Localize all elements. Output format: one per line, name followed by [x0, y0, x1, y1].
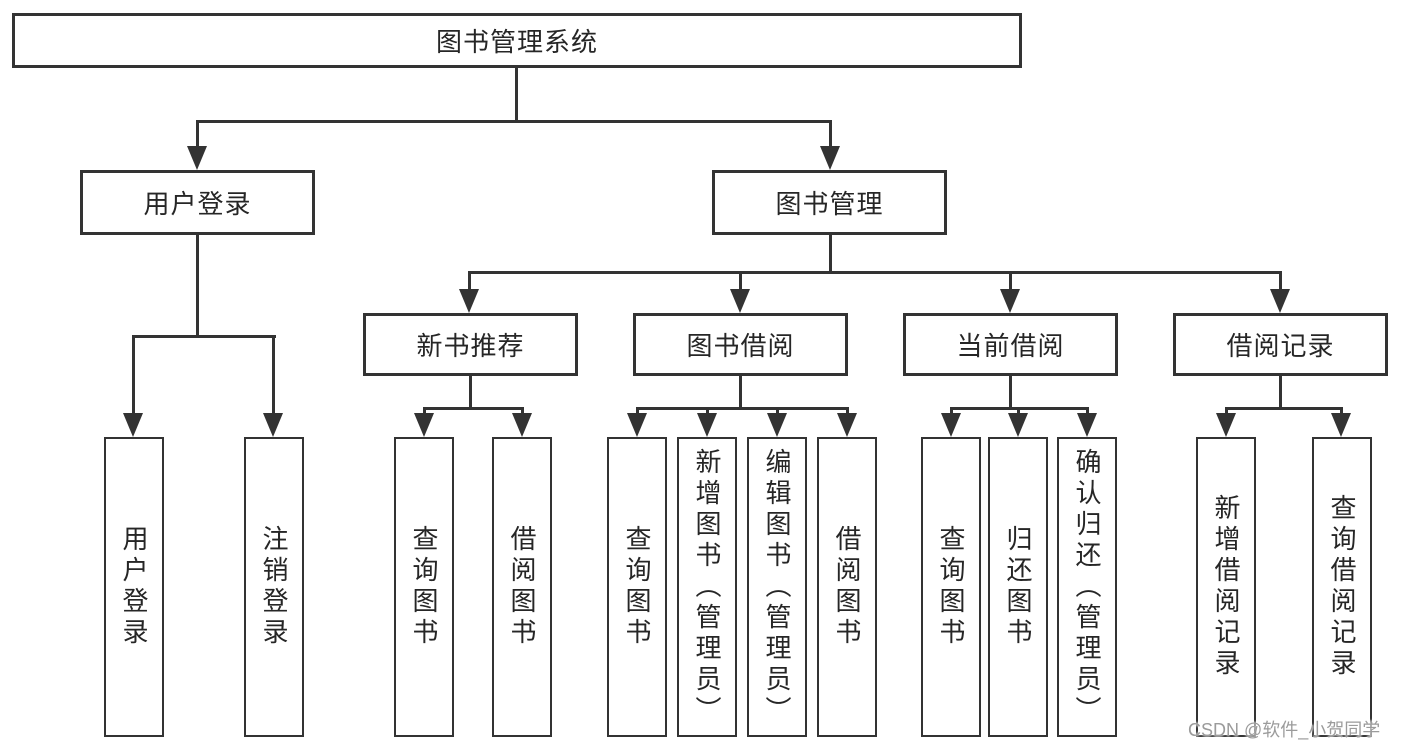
arrowhead-icon [459, 289, 479, 313]
arrowhead-icon [1270, 289, 1290, 313]
node-current-borrowing: 当前借阅 [903, 313, 1118, 376]
leaf-label: 借阅图书 [507, 525, 537, 649]
node-book-borrowing: 图书借阅 [633, 313, 848, 376]
connector-line [829, 120, 832, 150]
connector-line [515, 68, 518, 123]
node-label: 用户登录 [143, 189, 252, 219]
node-label: 新书推荐 [416, 331, 525, 361]
leaf-label: 用户登录 [119, 525, 149, 649]
connector-line [739, 271, 742, 293]
arrowhead-icon [1008, 413, 1028, 437]
arrowhead-icon [730, 289, 750, 313]
node-label: 当前借阅 [956, 331, 1065, 361]
connector-line [468, 271, 1282, 274]
arrowhead-icon [187, 146, 207, 170]
connector-line [272, 335, 275, 417]
arrowhead-icon [414, 413, 434, 437]
leaf-borrow-books-recommend: 借阅图书 [492, 437, 552, 737]
connector-line [196, 235, 199, 337]
leaf-label: 新增图书（管理员） [692, 447, 722, 727]
arrowhead-icon [512, 413, 532, 437]
connector-line [423, 407, 426, 417]
leaf-user-login: 用户登录 [104, 437, 164, 737]
leaf-label: 注销登录 [259, 525, 289, 649]
csdn-watermark: CSDN @软件_小贺同学 [1188, 720, 1381, 740]
leaf-label: 确认归还（管理员） [1072, 447, 1102, 727]
node-label: 图书管理 [775, 189, 884, 219]
leaf-confirm-return-admin: 确认归还（管理员） [1057, 437, 1117, 737]
connector-line [1279, 376, 1282, 410]
connector-line [468, 271, 471, 293]
arrowhead-icon [837, 413, 857, 437]
leaf-label: 编辑图书（管理员） [762, 447, 792, 727]
connector-line [423, 407, 524, 410]
leaf-logout: 注销登录 [244, 437, 304, 737]
leaf-borrow-books: 借阅图书 [817, 437, 877, 737]
connector-line [132, 335, 135, 417]
connector-line [829, 235, 832, 274]
connector-line [196, 120, 199, 150]
connector-line [636, 407, 639, 417]
connector-line [1009, 271, 1012, 293]
arrowhead-icon [1077, 413, 1097, 437]
connector-line [132, 335, 276, 338]
node-new-book-recommend: 新书推荐 [363, 313, 578, 376]
leaf-query-books-current: 查询图书 [921, 437, 981, 737]
arrowhead-icon [941, 413, 961, 437]
leaf-label: 归还图书 [1003, 525, 1033, 649]
arrowhead-icon [1216, 413, 1236, 437]
connector-line [950, 407, 953, 417]
node-library-management-system: 图书管理系统 [12, 13, 1022, 68]
node-user-login: 用户登录 [80, 170, 315, 235]
node-borrowing-records: 借阅记录 [1173, 313, 1388, 376]
arrowhead-icon [263, 413, 283, 437]
connector-line [776, 407, 779, 417]
connector-line [1340, 407, 1343, 417]
connector-line [1225, 407, 1343, 410]
connector-line [636, 407, 848, 410]
arrowhead-icon [767, 413, 787, 437]
connector-line [1009, 376, 1012, 410]
leaf-label: 查询图书 [409, 525, 439, 649]
arrowhead-icon [123, 413, 143, 437]
leaf-query-books-borrow: 查询图书 [607, 437, 667, 737]
connector-line [739, 376, 742, 410]
connector-line [1225, 407, 1228, 417]
leaf-add-borrow-record: 新增借阅记录 [1196, 437, 1256, 737]
arrowhead-icon [627, 413, 647, 437]
node-label: 图书借阅 [686, 331, 795, 361]
node-label: 借阅记录 [1226, 331, 1335, 361]
connector-line [1279, 271, 1282, 293]
connector-line [521, 407, 524, 417]
leaf-edit-book-admin: 编辑图书（管理员） [747, 437, 807, 737]
arrowhead-icon [1000, 289, 1020, 313]
leaf-return-book: 归还图书 [988, 437, 1048, 737]
node-label: 图书管理系统 [435, 27, 598, 57]
arrowhead-icon [820, 146, 840, 170]
leaf-query-books-recommend: 查询图书 [394, 437, 454, 737]
connector-line [196, 120, 832, 123]
leaf-add-book-admin: 新增图书（管理员） [677, 437, 737, 737]
leaf-label: 新增借阅记录 [1211, 494, 1241, 680]
connector-line [846, 407, 849, 417]
leaf-label: 查询图书 [622, 525, 652, 649]
leaf-label: 借阅图书 [832, 525, 862, 649]
arrowhead-icon [1331, 413, 1351, 437]
connector-line [469, 376, 472, 410]
connector-line [706, 407, 709, 417]
connector-line [1017, 407, 1020, 417]
leaf-label: 查询图书 [936, 525, 966, 649]
leaf-query-borrow-record: 查询借阅记录 [1312, 437, 1372, 737]
leaf-label: 查询借阅记录 [1327, 494, 1357, 680]
node-book-management: 图书管理 [712, 170, 947, 235]
connector-line [1086, 407, 1089, 417]
arrowhead-icon [697, 413, 717, 437]
